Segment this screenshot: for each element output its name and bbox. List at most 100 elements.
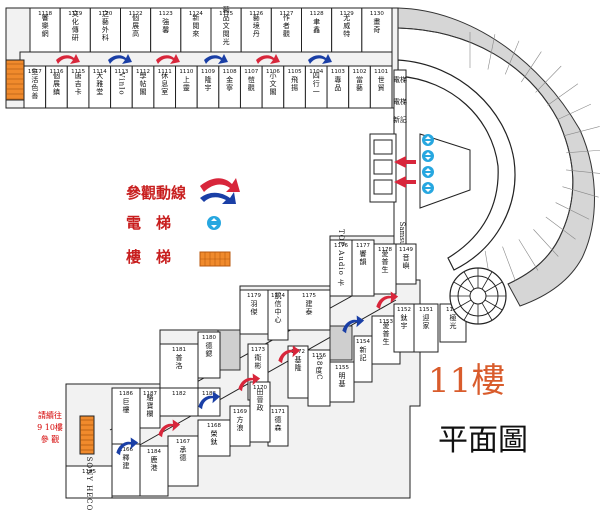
shop-number: 1118 [38,11,52,17]
shop-number: 1186 [119,391,133,397]
shop-number: 1101 [374,69,388,75]
stairs-nw-icon [5,59,25,101]
shop-name: 大雅堂 [96,71,104,96]
shop-name: 上靈 [182,75,190,92]
shop-number: 1182 [172,391,186,397]
shop-number: 1103 [331,69,345,75]
elevator-icon [422,134,434,146]
shop-name: 羽傑 [250,300,258,316]
shop-name: 衛彬 [254,353,262,370]
route-arrow [116,437,139,456]
elevator-icon [422,166,434,178]
legend: 參觀動線 電 梯 樓 梯 [126,178,240,267]
route-arrow [256,54,280,64]
shop-1172[interactable]: 1172基隆 [287,345,309,399]
shop-name: 文化傳研 [71,9,79,42]
spiral-stair [449,267,507,325]
shop-number: 1184 [147,449,161,455]
route-arrow [108,54,132,64]
svg-text:請續往: 請續往 [38,410,62,420]
shop-number: 1180 [202,335,216,341]
shop-name: 駱寶欄 [146,393,154,418]
route-arrow [204,54,228,64]
shop-number: 1108 [223,69,237,75]
shop-number: 1105 [288,69,302,75]
shop-number: 1166 [119,447,133,453]
shop-1182[interactable]: 1182 [159,387,199,417]
shop-name: 新閱來 [192,13,200,38]
shop-number: 1187 [143,391,157,397]
shop-name: 榮鈦 [210,429,218,446]
shop-name: 巨樓 [122,398,130,414]
shop-number: 1171 [271,409,285,415]
shop-number: 1177 [356,243,370,249]
shop-name: 普洛 [175,353,183,370]
shop-name: 當藝 [356,75,364,92]
svg-text:新記: 新記 [393,115,407,124]
shop-number: 1115 [71,69,85,75]
shop-name: 世貿 [377,75,385,92]
shop-number: 1130 [370,11,384,17]
shop-name: 愛普生 [381,249,389,274]
elevator-icon [207,216,221,230]
shop-number: 1154 [356,339,370,345]
shop-name: 鈦宇 [400,313,408,330]
shop-name: 尤威特 [343,13,351,38]
shop-name: SONY HECO [85,457,93,512]
route-arrow [56,54,80,64]
svg-text:電梯: 電梯 [393,97,407,106]
